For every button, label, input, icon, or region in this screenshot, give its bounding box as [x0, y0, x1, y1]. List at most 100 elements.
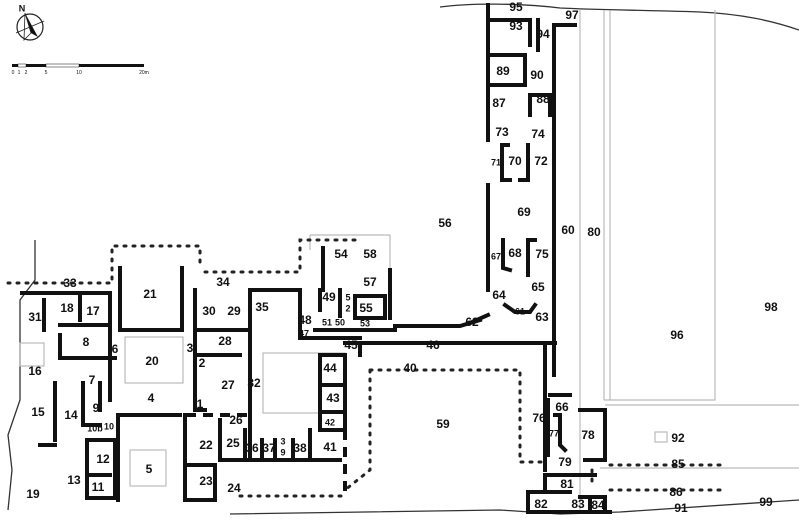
room-label: 74: [531, 127, 545, 141]
scale-tick: 2: [25, 70, 28, 76]
scale-tick: 1: [18, 70, 21, 76]
room-label: 73: [495, 125, 509, 139]
room-label: 10b: [87, 423, 103, 433]
room-label: 40: [403, 361, 417, 375]
room-label: 38: [293, 441, 307, 455]
room-label: 41: [323, 440, 337, 454]
room-label: 95: [509, 0, 523, 14]
room-label: 57: [363, 275, 377, 289]
room-label: 99: [759, 495, 773, 509]
room-label: 17: [86, 304, 100, 318]
north-label: N: [19, 3, 26, 13]
room-label: 31: [28, 310, 42, 324]
room-label: 10: [104, 421, 114, 431]
room-label: 1: [197, 397, 204, 411]
room-label: 85: [671, 457, 685, 471]
room-label: 30: [202, 304, 216, 318]
room-label: 72: [534, 154, 548, 168]
room-label: 11: [92, 480, 105, 494]
room-label: 18: [60, 301, 74, 315]
room-label: 43: [326, 391, 340, 405]
thin-outlines: [19, 10, 799, 512]
room-label: 82: [534, 497, 548, 511]
room-label: 42: [325, 417, 335, 427]
room-label: 35: [255, 300, 269, 314]
scale-tick: 0: [12, 70, 15, 76]
room-label: 63: [535, 310, 549, 324]
south-edge-line: [229, 499, 799, 515]
room-label: 76: [532, 411, 546, 425]
room-label: 87: [492, 96, 506, 110]
room-label: 37: [262, 441, 276, 455]
room-label: 86: [669, 485, 683, 499]
room-label: 24: [227, 481, 241, 495]
room-label: 3: [187, 341, 194, 355]
room-label: 22: [199, 438, 213, 452]
room-label: 88: [536, 92, 550, 106]
room-label: 93: [509, 19, 523, 33]
room-label: 23: [199, 474, 213, 488]
room-label: 45: [344, 338, 358, 352]
room-label: 70: [508, 154, 522, 168]
room-label: 6: [112, 342, 119, 356]
room-label: 59: [436, 417, 450, 431]
room-label: 20: [145, 354, 159, 368]
room-label: 9: [93, 401, 100, 415]
room-label: 32: [247, 376, 261, 390]
room-label: 77: [549, 428, 559, 438]
room-label: 5: [345, 292, 350, 302]
room-label: 14: [64, 408, 78, 422]
walls: [20, 3, 612, 514]
room-label: 50: [335, 317, 345, 327]
room-label: 84: [591, 498, 605, 512]
north-arrow-icon: N: [15, 3, 45, 42]
room-label: 81: [560, 477, 574, 491]
room-label: 2: [345, 303, 350, 313]
scale-tick: 20m: [139, 70, 149, 76]
room-label: 28: [218, 334, 232, 348]
room-label: 56: [438, 216, 452, 230]
room-label: 3: [280, 436, 285, 446]
room-label: 33: [63, 276, 77, 290]
room-label: 36: [245, 441, 259, 455]
room-label: 48: [298, 313, 312, 327]
room-label: 80: [587, 225, 601, 239]
room-label: 9: [280, 447, 285, 457]
room-label: 65: [531, 280, 545, 294]
room-label: 83: [571, 497, 585, 511]
room-label: 25: [226, 436, 240, 450]
room-label: 92: [671, 431, 685, 445]
room-label: 13: [67, 473, 81, 487]
room-labels: 1 2 3 4 5 6 7 8 9 10 10b 11 12 13 14 15 …: [26, 0, 778, 515]
room-label: 46: [426, 338, 440, 352]
room-label: 27: [221, 378, 235, 392]
room-label: 96: [670, 328, 684, 342]
room-label: 61: [515, 306, 525, 316]
room-label: 16: [28, 364, 42, 378]
colonnades: [6, 238, 722, 498]
room-label: 51: [322, 317, 332, 327]
room-label: 97: [565, 8, 579, 22]
room-label: 19: [26, 487, 40, 501]
scale-tick: 10: [76, 70, 82, 76]
room-label: 44: [323, 361, 337, 375]
room-label: 78: [581, 428, 595, 442]
room-label: 7: [89, 373, 96, 387]
coastline: [439, 3, 799, 31]
room-label: 54: [334, 247, 348, 261]
room-label: 90: [530, 68, 544, 82]
room-label: 89: [496, 64, 510, 78]
room-label: 4: [148, 391, 155, 405]
room-label: 66: [555, 400, 569, 414]
room-label: 75: [535, 247, 549, 261]
room-label: 62: [465, 315, 479, 329]
west-edge-line: [7, 240, 36, 511]
room-label: 15: [31, 405, 45, 419]
room-label: 79: [558, 455, 572, 469]
room-label: 71: [491, 157, 501, 167]
room-label: 26: [229, 413, 243, 427]
room-label: 34: [216, 275, 230, 289]
room-label: 49: [322, 290, 336, 304]
